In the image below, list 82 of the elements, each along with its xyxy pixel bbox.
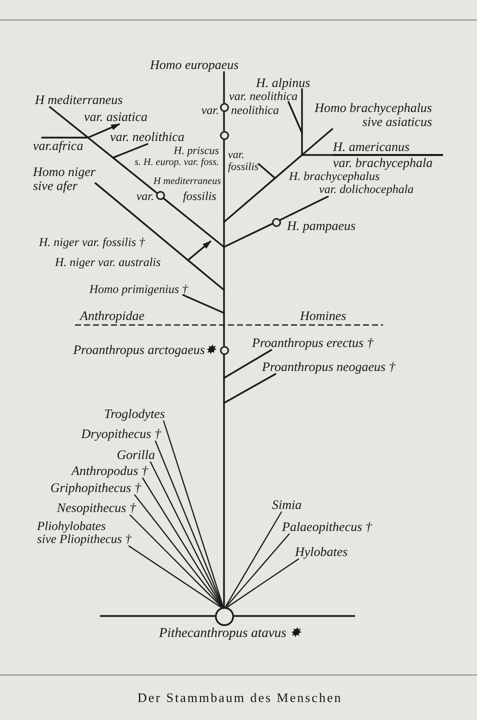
branch-line xyxy=(49,106,89,138)
taxon-label: Simia xyxy=(272,498,302,512)
node-caption: Pithecanthropus atavus ✸ xyxy=(159,625,301,640)
taxon-label: var. brachycephala xyxy=(333,156,433,170)
branch-line xyxy=(279,196,329,221)
taxon-label: var.africa xyxy=(33,138,84,152)
branch-line xyxy=(129,514,222,608)
node-caption: fossilis xyxy=(183,190,216,202)
taxon-label: Homo europaeus xyxy=(150,58,239,72)
branch-line xyxy=(223,110,225,132)
branch-line xyxy=(223,221,225,248)
branch-line xyxy=(112,143,148,159)
node-caption: H. priscus xyxy=(174,144,219,156)
taxon-label: Dryopithecus † xyxy=(81,427,161,441)
branch-line xyxy=(87,136,114,159)
branch-line xyxy=(182,294,225,314)
taxon-label: Homo brachycephalus sive asiaticus xyxy=(314,101,432,129)
taxon-label: Homo primigenius † xyxy=(89,283,188,295)
branch-line xyxy=(258,163,276,180)
node-caption: Proanthropus arctogaeus✸ xyxy=(73,343,216,357)
taxon-label: Pliohylobates sive Pliopithecus † xyxy=(37,520,132,546)
taxon-label: Hylobates xyxy=(295,545,348,559)
branch-line xyxy=(223,138,225,223)
branch-line xyxy=(223,177,276,223)
node-caption: s. H. europ. var. foss. xyxy=(134,157,219,169)
taxon-label: Palaeopithecus † xyxy=(282,520,372,534)
branch-line xyxy=(223,246,225,291)
branch-line xyxy=(301,88,303,134)
branch-line xyxy=(163,420,224,608)
branch-line xyxy=(225,511,282,608)
taxon-label: Nesopithecus † xyxy=(56,501,136,515)
taxon-label: Gorilla xyxy=(116,448,155,462)
branch-line xyxy=(128,545,222,608)
taxon-label: var. asiatica xyxy=(84,110,148,124)
edge-label: H. brachycephalus var. dolichocephala xyxy=(289,170,414,196)
taxon-label: Proanthropus neogaeus † xyxy=(262,360,396,374)
branch-line xyxy=(223,289,225,314)
edge-label: H. niger var. fossilis † xyxy=(39,236,146,248)
group-label: Homines xyxy=(300,309,346,323)
branch-line xyxy=(94,182,189,262)
branch-line xyxy=(223,354,225,379)
taxon-label: Proanthropus erectus † xyxy=(252,336,374,350)
node-caption: var. xyxy=(136,190,154,202)
taxon-label: Griphopithecus † xyxy=(50,481,141,495)
branch-line xyxy=(162,197,225,248)
branch-line xyxy=(112,156,158,194)
taxon-label: H. alpinus xyxy=(256,76,310,89)
taxon-label: Homo niger sive afer xyxy=(33,165,96,193)
taxon-label: Troglodytes xyxy=(104,407,165,421)
taxon-label: var. neolithica xyxy=(110,130,184,144)
branch-line xyxy=(223,349,272,379)
node-caption: neolithica xyxy=(231,104,279,116)
caption: Der Stammbaum des Menschen xyxy=(138,690,342,705)
arrow xyxy=(88,123,120,138)
branch-line xyxy=(223,71,225,104)
branch-line xyxy=(226,533,290,608)
taxon-label: var. neolithica xyxy=(229,90,298,102)
branch-line xyxy=(142,477,223,608)
taxon-label: Anthropodus † xyxy=(72,464,148,478)
group-label: Anthropidae xyxy=(80,309,145,323)
branch-line xyxy=(301,128,334,156)
branch-line xyxy=(223,373,276,404)
node-caption: H. pampaeus xyxy=(287,219,356,233)
branch-line xyxy=(301,154,334,156)
branch-line xyxy=(223,223,273,248)
branch-line xyxy=(274,154,303,180)
branch-line xyxy=(134,494,223,608)
branch-line xyxy=(41,136,89,138)
arrow xyxy=(187,240,212,261)
branch-line xyxy=(223,402,225,608)
node-caption: H mediterraneus xyxy=(154,176,221,188)
branch-line xyxy=(226,558,300,608)
branch-line xyxy=(223,377,225,404)
edge-label: H. niger var. australis xyxy=(55,256,161,268)
branch-line xyxy=(187,259,225,291)
node-caption: var. xyxy=(201,104,219,116)
taxon-label: H. americanus xyxy=(333,140,410,154)
branch-line xyxy=(301,132,303,156)
taxon-label: H mediterraneus xyxy=(35,93,123,107)
branch-line xyxy=(223,312,225,346)
taxon-label: var. fossilis xyxy=(228,150,259,173)
branch-line xyxy=(288,101,303,134)
